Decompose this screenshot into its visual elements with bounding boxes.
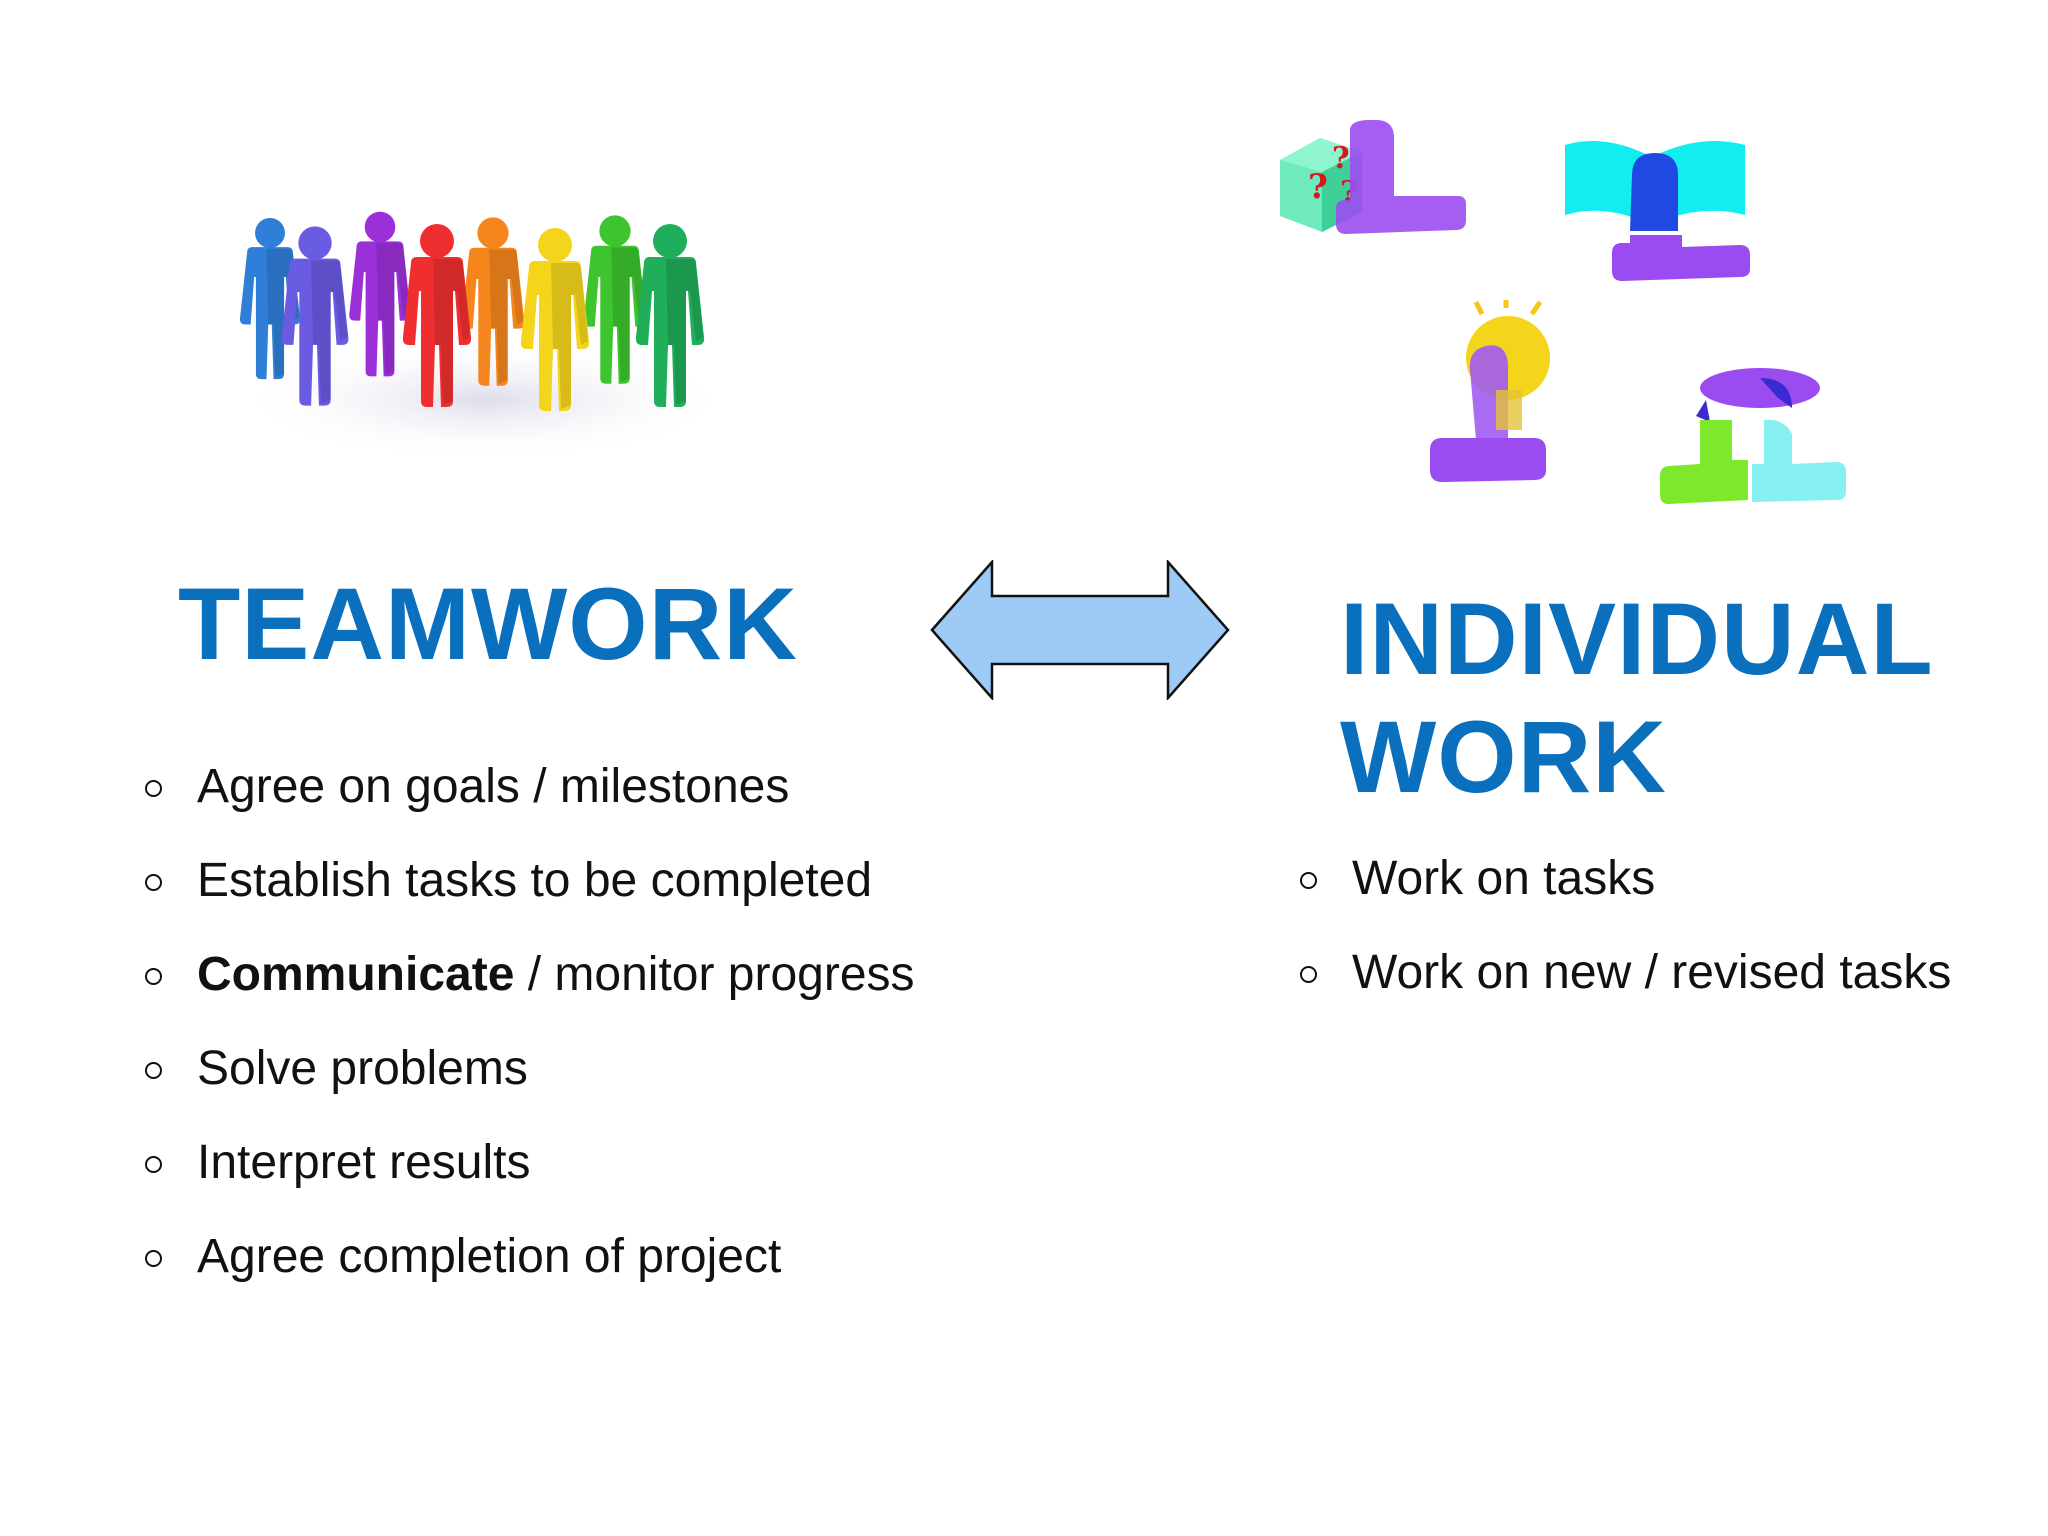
list-item: Solve problems: [145, 1022, 1045, 1116]
teamwork-bullet-list: Agree on goals / milestones Establish ta…: [145, 740, 1045, 1304]
bullet-text: Agree on goals / milestones: [197, 760, 790, 813]
teamwork-heading: TEAMWORK: [178, 567, 798, 681]
bullet-text: Work on tasks: [1352, 852, 1656, 905]
bullet-text: Work on new / revised tasks: [1352, 946, 1952, 999]
person-figure-icon: [520, 228, 590, 411]
bullet-circle-icon: [145, 874, 162, 891]
speech-bubble-people-icon: [1660, 368, 1846, 504]
list-item: Work on tasks: [1300, 832, 2020, 926]
reading-book-person-icon: [1565, 141, 1750, 281]
list-item: Interpret results: [145, 1116, 1045, 1210]
list-item: Communicate / monitor progress: [145, 928, 1045, 1022]
bullet-bold-text: Communicate: [197, 948, 515, 1001]
list-item: Agree on goals / milestones: [145, 740, 1045, 834]
person-figure-icon: [349, 211, 411, 377]
lightbulb-person-icon: [1430, 300, 1550, 482]
bullet-text: Agree completion of project: [197, 1230, 782, 1283]
double-headed-arrow-icon: [930, 560, 1230, 700]
bullet-text: Interpret results: [197, 1136, 531, 1189]
bullet-circle-icon: [145, 780, 162, 797]
person-figure-icon: [461, 217, 525, 386]
rainbow-people-group-icon: [235, 211, 735, 460]
person-figure-icon: [281, 226, 349, 406]
bullet-circle-icon: [145, 968, 162, 985]
bullet-text: Establish tasks to be completed: [197, 854, 873, 907]
svg-text:?: ?: [1332, 141, 1350, 176]
individual-heading-line2: WORK: [1340, 700, 1667, 814]
individual-heading-line1: INDIVIDUAL: [1340, 582, 1934, 696]
list-item: Establish tasks to be completed: [145, 834, 1045, 928]
person-figure-icon: [402, 224, 472, 407]
bullet-circle-icon: [1300, 966, 1317, 983]
person-figure-icon: [583, 215, 647, 384]
bullet-text: / monitor progress: [514, 948, 915, 1001]
bullet-circle-icon: [145, 1156, 162, 1173]
person-figure-icon: [635, 224, 705, 407]
list-item: Work on new / revised tasks: [1300, 926, 2020, 1020]
bullet-text: Solve problems: [197, 1042, 528, 1095]
individual-work-bullet-list: Work on tasks Work on new / revised task…: [1300, 832, 2020, 1020]
svg-text:?: ?: [1308, 167, 1328, 207]
bullet-circle-icon: [145, 1250, 162, 1267]
bullet-circle-icon: [145, 1062, 162, 1079]
list-item: Agree completion of project: [145, 1210, 1045, 1304]
individual-work-heading: INDIVIDUAL WORK: [1340, 580, 2000, 816]
bullet-circle-icon: [1300, 872, 1317, 889]
puzzle-cube-person-icon: ? ? ?: [1280, 120, 1466, 234]
